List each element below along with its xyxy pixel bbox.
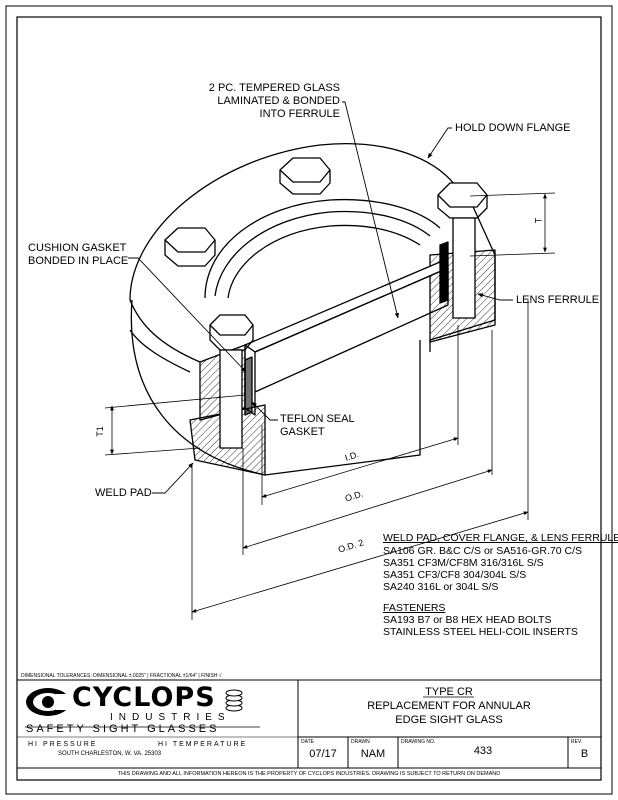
lens-ferrule-callout: LENS FERRULE: [516, 294, 600, 306]
date-value: 07/17: [309, 748, 337, 760]
cushion-gasket-line1: CUSHION GASKET: [28, 242, 127, 254]
glass-callout-line1: 2 PC. TEMPERED GLASS: [208, 82, 340, 94]
glass-callout-line2: LAMINATED & BONDED: [217, 95, 340, 107]
materials-heading: WELD PAD, COVER FLANGE, & LENS FERRULE: [383, 532, 618, 544]
title-block-grid: [17, 679, 601, 769]
drawing-title-line2: EDGE SIGHT GLASS: [395, 714, 503, 726]
leader-lines: [128, 101, 513, 494]
flange-inner-bore-2: [214, 210, 431, 297]
drawing-type: TYPE CR: [425, 686, 473, 698]
outer-border: [5, 5, 613, 795]
cushion-gasket-callout: CUSHION GASKET BONDED IN PLACE: [28, 242, 128, 268]
glass-callout: 2 PC. TEMPERED GLASS LAMINATED & BONDED …: [190, 82, 340, 121]
property-footer: THIS DRAWING AND ALL INFORMATION HEREON …: [117, 771, 501, 777]
dimension-lines: [104, 192, 556, 620]
teflon-gasket-line1: TEFLON SEAL: [280, 413, 355, 425]
hi-pressure: HI PRESSURE: [28, 741, 98, 748]
cushion-gasket: [439, 241, 449, 304]
weld-pad-body: [130, 299, 421, 476]
glass-callout-line3: INTO FERRULE: [259, 108, 340, 120]
materials-line-2: SA351 CF3M/CF8M 316/316L S/S: [383, 557, 544, 569]
dim-t: T: [533, 217, 544, 224]
inner-border: [16, 16, 602, 781]
cushion-gasket-line2: BONDED IN PLACE: [28, 255, 129, 267]
bolt-back-center: [279, 157, 331, 195]
fasteners-heading: FASTENERS: [383, 602, 446, 614]
cyclops-eye-icon: [26, 688, 70, 716]
bolt-back-left: [164, 227, 216, 267]
flange-inner-bore-3: [227, 224, 421, 299]
bolt-back-right: [437, 182, 488, 319]
materials-line-3: SA351 CF3/CF8 304/304L S/S: [383, 569, 527, 581]
logo-tagline: SAFETY SIGHT GLASSES: [26, 723, 220, 735]
drawing-title-line1: REPLACEMENT FOR ANNULAR: [367, 700, 531, 712]
materials-line-4: SA240 316L or 304L S/S: [383, 581, 499, 593]
tolerances-note: DIMENSIONAL TOLERANCES: DIMENSIONAL ±.00…: [21, 673, 222, 679]
hi-temperature: HI TEMPERATURE: [158, 741, 248, 748]
flange-outer-edge: [129, 143, 456, 301]
weld-pad-groove: [129, 329, 191, 373]
bolt-front: [209, 314, 254, 449]
drawing-no-label: DRAWING NO.: [401, 739, 436, 745]
rev-value: B: [580, 748, 589, 760]
teflon-gasket: [244, 356, 253, 416]
fasteners-line-1: SA193 B7 or B8 HEX HEAD BOLTS: [383, 614, 552, 626]
flange-outer-lower-edge: [129, 299, 201, 363]
drawing-no-value: 433: [473, 745, 493, 757]
drawn-value: NAM: [360, 748, 386, 760]
logo-name: CYCLOPS: [72, 682, 216, 713]
teflon-gasket-callout: TEFLON SEAL GASKET: [280, 413, 355, 439]
rev-label: REV.: [571, 739, 583, 745]
flange-inner-bore: [204, 198, 441, 299]
hold-down-flange-callout: HOLD DOWN FLANGE: [455, 122, 571, 134]
materials-line-1: SA106 GR. B&C C/S or SA516-GR.70 C/S: [383, 545, 582, 557]
drawn-label: DRAWN: [351, 739, 370, 745]
company-address: SOUTH CHARLESTON, W. VA. 25303: [58, 751, 162, 757]
glass-stack-icon: [225, 689, 243, 712]
sight-glass-assembly: [129, 143, 496, 476]
logo-industries: INDUSTRIES: [110, 712, 231, 723]
dim-t1: T1: [94, 426, 105, 437]
date-label: DATE: [301, 739, 314, 745]
teflon-gasket-line2: GASKET: [280, 426, 325, 438]
weld-pad-callout: WELD PAD: [95, 487, 152, 499]
fasteners-line-2: STAINLESS STEEL HELI-COIL INSERTS: [383, 626, 578, 638]
